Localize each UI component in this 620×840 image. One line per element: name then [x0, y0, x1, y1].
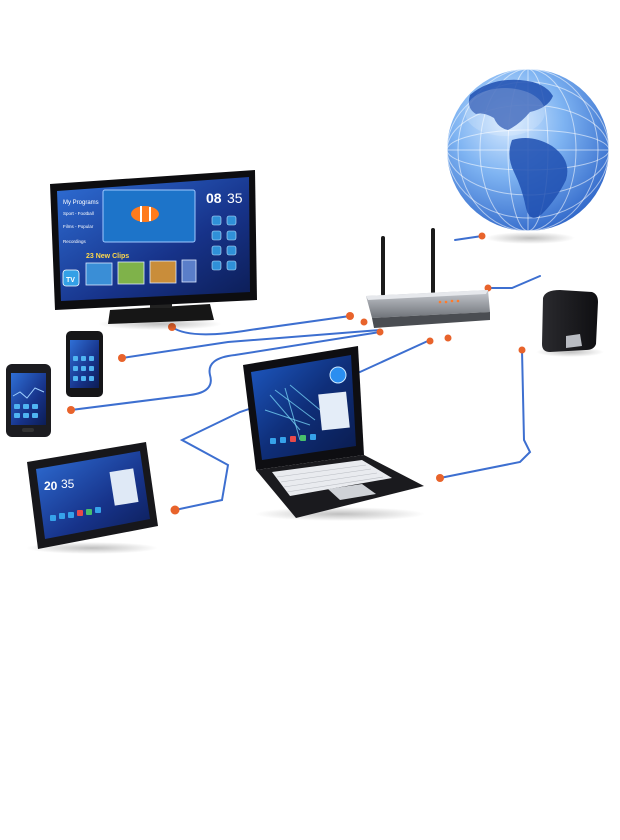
connector — [436, 474, 444, 482]
tablet-app-icons — [50, 507, 101, 521]
tv-clock-minutes: 35 — [227, 190, 243, 206]
connector — [444, 334, 452, 342]
tv-badge — [62, 269, 80, 287]
laptop-touchpad — [328, 484, 376, 500]
tv-stand — [108, 304, 214, 324]
tv-banner: 23 New Clips — [86, 253, 129, 260]
storage-drive-icon — [542, 290, 598, 352]
cable-router-drive — [487, 275, 541, 289]
south-america — [509, 138, 568, 218]
television: My Programs Sport - Football Films - Pop… — [50, 170, 257, 330]
laptop-screen — [251, 355, 356, 460]
tv-menu-item: Sport - Football — [63, 211, 94, 216]
cable-laptop-drive — [439, 349, 532, 479]
connector — [360, 318, 368, 326]
laptop-screen-glow — [264, 384, 321, 441]
cable-phone1-router — [121, 329, 381, 359]
tv-menu-title: My Programs — [63, 200, 99, 206]
smartphone-right — [66, 331, 103, 397]
connector — [484, 284, 492, 292]
cable-globe-router — [454, 235, 483, 241]
laptop — [243, 346, 425, 521]
clownfish-icon — [131, 206, 159, 222]
tablet-widget — [109, 468, 139, 506]
storage-drive — [536, 290, 604, 357]
laptop-widget — [318, 391, 350, 431]
tablet: 20 35 — [26, 442, 158, 554]
north-america — [468, 79, 553, 130]
connector — [346, 312, 354, 320]
router — [366, 228, 490, 328]
connector — [518, 346, 526, 354]
cable-tablet-router — [174, 339, 431, 511]
router-antenna-left — [381, 236, 385, 296]
tv-clock-hours: 08 — [206, 190, 222, 206]
tv-menu-item: Recordings — [63, 239, 87, 244]
smartphone-left — [6, 364, 51, 437]
router-antenna-right — [431, 228, 435, 294]
connector — [426, 337, 434, 345]
cable-phone2-router — [70, 331, 381, 411]
tablet-clock-minutes: 35 — [61, 477, 75, 491]
tv-app-icons — [211, 215, 237, 271]
tv-clip-thumbnails — [85, 259, 197, 286]
tv-menu-item: Films - Popular — [63, 224, 94, 229]
connector — [478, 232, 486, 240]
tv-badge-label: TV — [66, 277, 75, 284]
connector — [170, 505, 180, 515]
connector — [67, 406, 75, 414]
clock-widget-icon — [329, 366, 347, 384]
connector — [376, 328, 384, 336]
connector — [118, 354, 126, 362]
laptop-keyboard — [272, 460, 392, 496]
tablet-clock-hours: 20 — [44, 479, 58, 493]
globe — [446, 68, 610, 244]
